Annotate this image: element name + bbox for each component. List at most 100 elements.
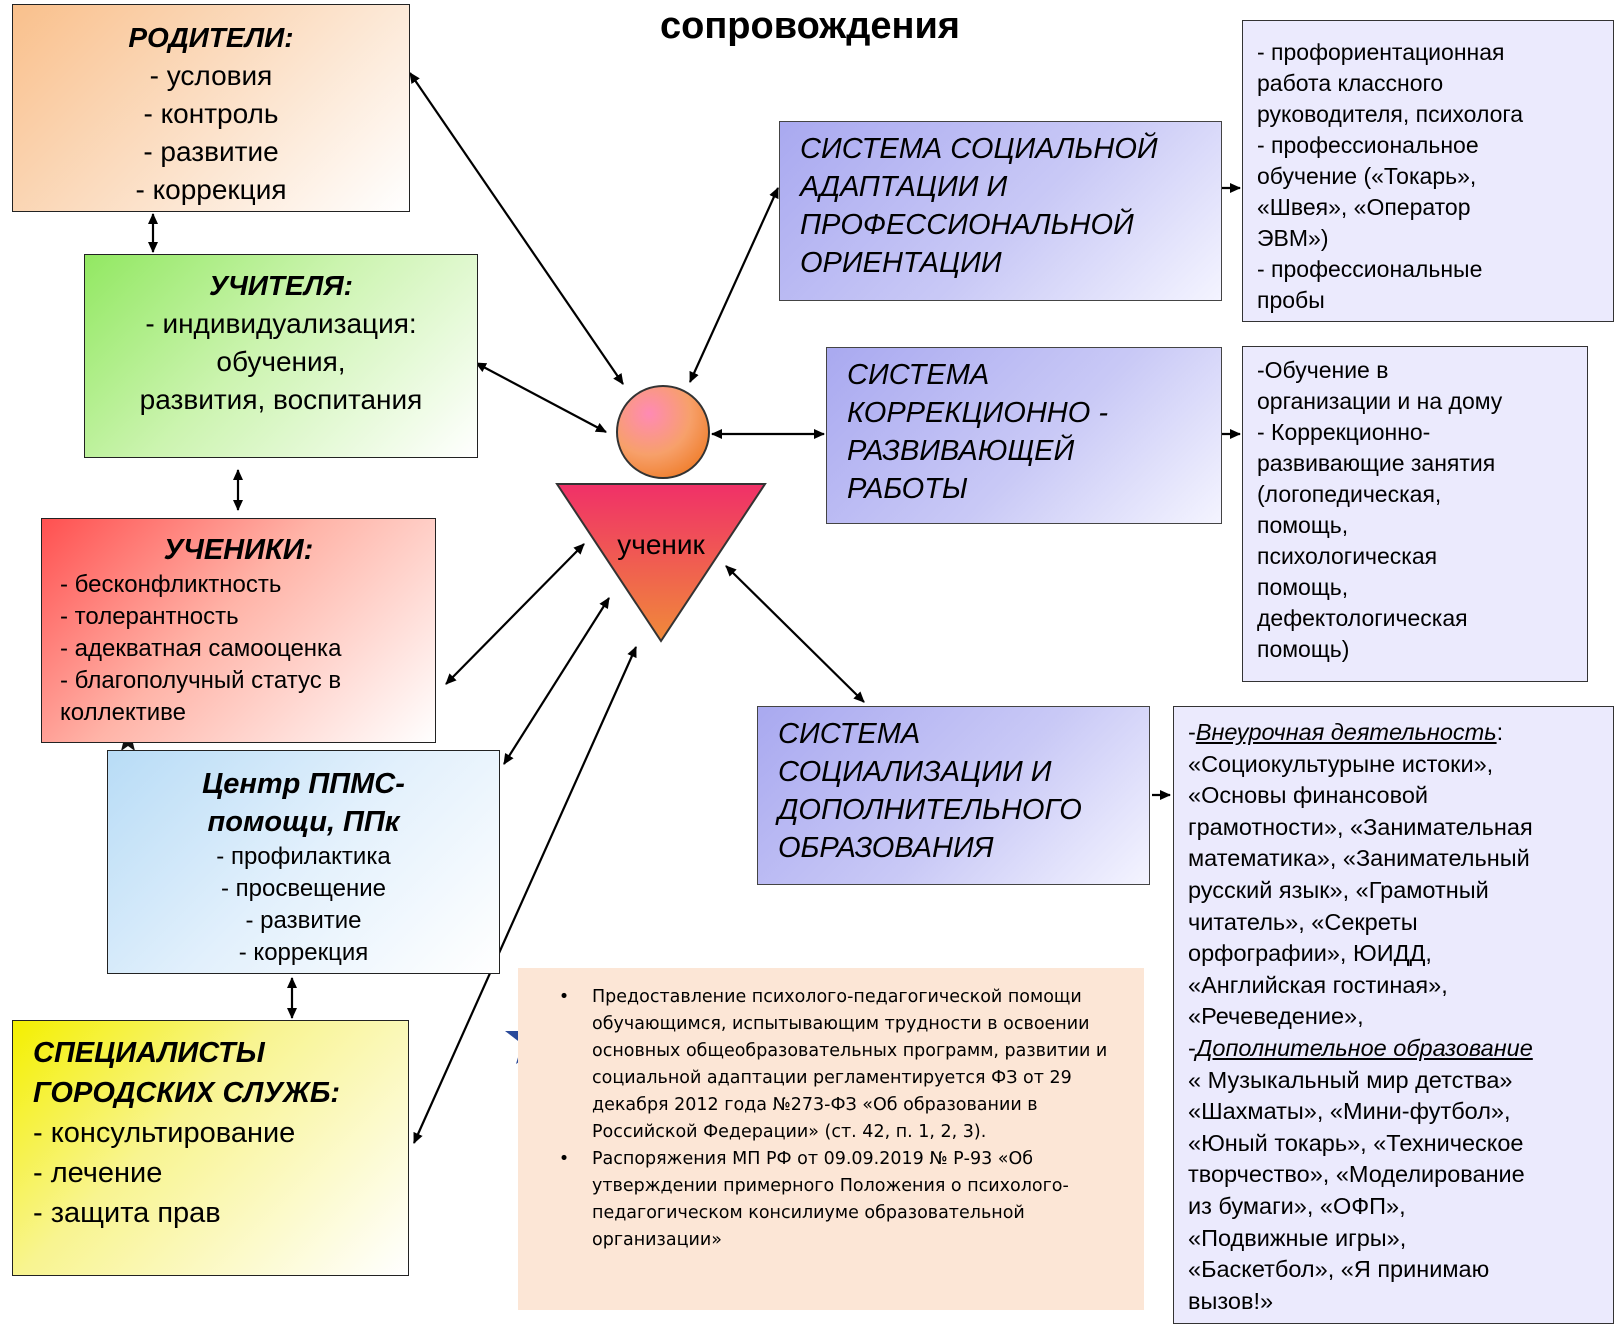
correction-detail-line: помощь, [1257,512,1349,538]
extracurricular-line: «Социокультурыне истоки», [1188,750,1494,777]
correction-detail-line: помощь, [1257,574,1349,600]
parents-item: - условия [149,60,273,91]
arrow-specialists-student [412,646,638,1144]
adaptation-detail-line: ЭВМ») [1257,225,1329,251]
additional-heading-row: -Дополнительное образование [1188,1033,1599,1065]
correction-detail-line: психологическая [1257,543,1438,569]
adaptation-detail-line: «Швея», «Оператор [1257,194,1471,220]
extracurricular-line: русский язык», «Грамотный [1188,876,1489,903]
ppms-item: - коррекция [238,939,369,966]
students-item: - благополучный статус в коллективе [60,667,342,726]
extracurricular-line: грамотности», «Занимательная [1188,813,1533,840]
arrow-students-student [445,543,585,685]
system-socialization-box: СИСТЕМА СОЦИАЛИЗАЦИИ И ДОПОЛНИТЕЛЬНОГО О… [757,706,1150,885]
system-socialization-line: СИСТЕМА [778,718,921,750]
system-correction-line: РАБОТЫ [847,473,968,505]
legal-note-box: • Предоставление психолого-педагогическо… [518,968,1144,1310]
parents-title: РОДИТЕЛИ: [128,22,294,53]
extracurricular-line: «Речеведение», [1188,1003,1364,1030]
system-adaptation-box: СИСТЕМА СОЦИАЛЬНОЙ АДАПТАЦИИ И ПРОФЕССИО… [779,121,1222,301]
arrow-student-adaptation [688,187,780,383]
teachers-item: - индивидуализация: [145,308,417,339]
additional-line: «Подвижные игры», [1188,1224,1407,1251]
adaptation-detail-line: работа классного [1257,70,1444,96]
system-adaptation-line: ОРИЕНТАЦИИ [800,247,1002,279]
extracurricular-line: «Английская гостиная», [1188,971,1448,998]
correction-detail-line: - Коррекционно- [1257,419,1431,445]
system-adaptation-line: СИСТЕМА СОЦИАЛЬНОЙ [800,133,1158,165]
parents-item: - контроль [143,98,279,129]
adaptation-detail-line: обучение («Токарь», [1257,163,1477,189]
extracurricular-line: математика», «Занимательный [1188,845,1530,872]
system-socialization-line: ОБРАЗОВАНИЯ [778,832,994,864]
parents-box: РОДИТЕЛИ: - условия - контроль - развити… [12,4,410,212]
specialists-box: СПЕЦИАЛИСТЫ ГОРОДСКИХ СЛУЖБ: - консульти… [12,1020,409,1276]
ppms-item: - профилактика [216,843,391,870]
additional-line: «Шахматы», «Мини-футбол», [1188,1098,1511,1125]
teachers-item: развития, воспитания [139,384,423,415]
system-correction-line: КОРРЕКЦИОННО - [847,397,1108,429]
adaptation-detail-line: руководителя, психолога [1257,101,1524,127]
adaptation-details-box: - профориентационная работа классного ру… [1242,20,1614,322]
additional-line: «Баскетбол», «Я принимаю [1188,1256,1490,1283]
system-socialization-line: ДОПОЛНИТЕЛЬНОГО [778,794,1082,826]
correction-detail-line: развивающие занятия [1257,450,1496,476]
diagram-title: сопровождения [660,5,960,47]
arrow-teachers-student [475,362,607,433]
adaptation-detail-line: пробы [1257,287,1325,313]
ppms-title-line2: помощи, ППк [207,806,400,838]
additional-line: из бумаги», «ОФП», [1188,1192,1406,1219]
ppms-center-box: Центр ППМС- помощи, ППк - профилактика -… [107,750,500,974]
additional-heading: Дополнительное образование [1195,1034,1533,1061]
additional-line: творчество», «Моделирование [1188,1161,1525,1188]
arrow-student-socialization [725,565,865,703]
specialists-item: - лечение [33,1157,163,1189]
arrow-ppms-student [503,597,610,765]
extracurricular-prefix: - [1188,719,1196,745]
legal-note-text: Предоставление психолого-педагогической … [592,987,1108,1142]
extracurricular-line: читатель», «Секреты [1188,908,1418,935]
correction-detail-line: (логопедическая, [1257,481,1442,507]
specialists-title-line1: СПЕЦИАЛИСТЫ [33,1037,265,1069]
extracurricular-heading: Внеурочная деятельность [1195,719,1497,745]
correction-detail-line: дефектологическая [1257,605,1468,631]
ppms-title-line1: Центр ППМС- [202,768,405,800]
student-triangle [555,483,767,643]
extracurricular-heading-row: -Внеурочная деятельность: [1188,717,1599,749]
correction-detail-line: помощь) [1257,636,1350,662]
system-correction-box: СИСТЕМА КОРРЕКЦИОННО - РАЗВИВАЮЩЕЙ РАБОТ… [826,347,1222,524]
extracurricular-line: «Основы финансовой [1188,782,1429,809]
student-circle-icon [616,385,710,479]
additional-line: «Юный токарь», «Техническое [1188,1129,1524,1156]
students-box: УЧЕНИКИ: - бесконфликтность - толерантно… [41,518,436,743]
system-correction-line: СИСТЕМА [847,359,990,391]
legal-note-text: Распоряжения МП РФ от 09.09.2019 № Р-93 … [592,1149,1069,1250]
adaptation-detail-line: - профессиональные [1257,256,1483,282]
correction-detail-line: организации и на дому [1257,388,1503,414]
parents-item: - развитие [143,136,279,167]
ppms-item: - просвещение [220,875,386,902]
specialists-title-line2: ГОРОДСКИХ СЛУЖБ: [33,1077,341,1109]
additional-line: вызов!» [1188,1287,1274,1314]
teachers-item: обучения, [216,346,346,377]
specialists-item: - защита прав [33,1197,221,1229]
adaptation-detail-line: - профориентационная [1257,39,1505,65]
additional-prefix: - [1188,1034,1196,1061]
legal-note-item: • Распоряжения МП РФ от 09.09.2019 № Р-9… [536,1146,1126,1254]
arrow-parents-student [409,72,624,385]
students-item: - адекватная самооценка [60,635,342,662]
ppms-item: - развитие [245,907,362,934]
correction-detail-line: -Обучение в [1257,357,1389,383]
specialists-item: - консультирование [33,1117,296,1149]
student-label: ученик [617,529,705,560]
additional-line: « Музыкальный мир детства» [1188,1066,1513,1093]
adaptation-detail-line: - профессиональное [1257,132,1479,158]
extracurricular-line: орфографии», ЮИДД, [1188,940,1432,967]
system-correction-line: РАЗВИВАЮЩЕЙ [847,435,1075,467]
students-item: - толерантность [60,603,239,630]
teachers-box: УЧИТЕЛЯ: - индивидуализация: обучения, р… [84,254,478,458]
legal-note-item: • Предоставление психолого-педагогическо… [536,984,1126,1146]
students-item: - бесконфликтность [60,571,282,598]
parents-item: - коррекция [135,174,287,205]
